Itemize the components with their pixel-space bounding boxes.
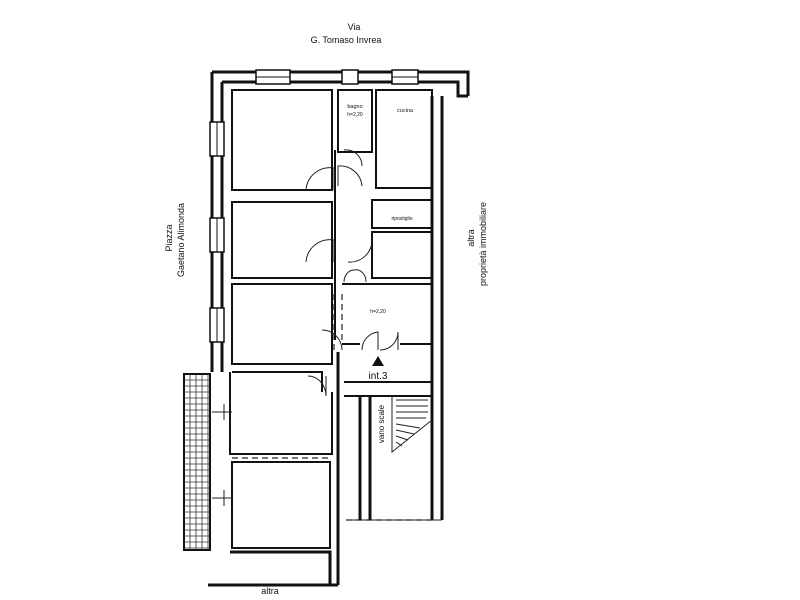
rooms-right — [337, 89, 433, 345]
windows-left — [209, 121, 225, 343]
altra-right-line2: proprietà immobiliare — [478, 202, 488, 286]
piazza-label-line2: Gaetano Alimonda — [176, 203, 186, 277]
street-label-line1: Via — [348, 22, 361, 32]
room-label-bagno-height: h=2,20 — [347, 112, 363, 118]
entrance-label: int.3 — [369, 371, 388, 382]
room-label-height: h=2,20 — [370, 309, 386, 315]
altra-right-line1: altra — [466, 229, 476, 247]
room-label-bagno: bagno — [347, 104, 362, 110]
balcony — [183, 373, 232, 551]
altra-bottom-label: altra — [261, 586, 279, 596]
corridor — [333, 150, 343, 350]
rooms-left — [229, 89, 333, 549]
room-label-cucina: cucina — [397, 108, 414, 114]
piazza-label-line1: Piazza — [164, 224, 174, 251]
stairwell — [344, 381, 433, 520]
stairwell-label: vano scale — [377, 404, 386, 443]
entrance-arrow-icon — [372, 356, 384, 366]
door-swings — [305, 149, 399, 397]
windows-top — [255, 69, 419, 85]
room-label-ripostiglio: ripostiglio — [391, 216, 412, 222]
street-label-line2: G. Tomaso Invrea — [311, 35, 382, 45]
